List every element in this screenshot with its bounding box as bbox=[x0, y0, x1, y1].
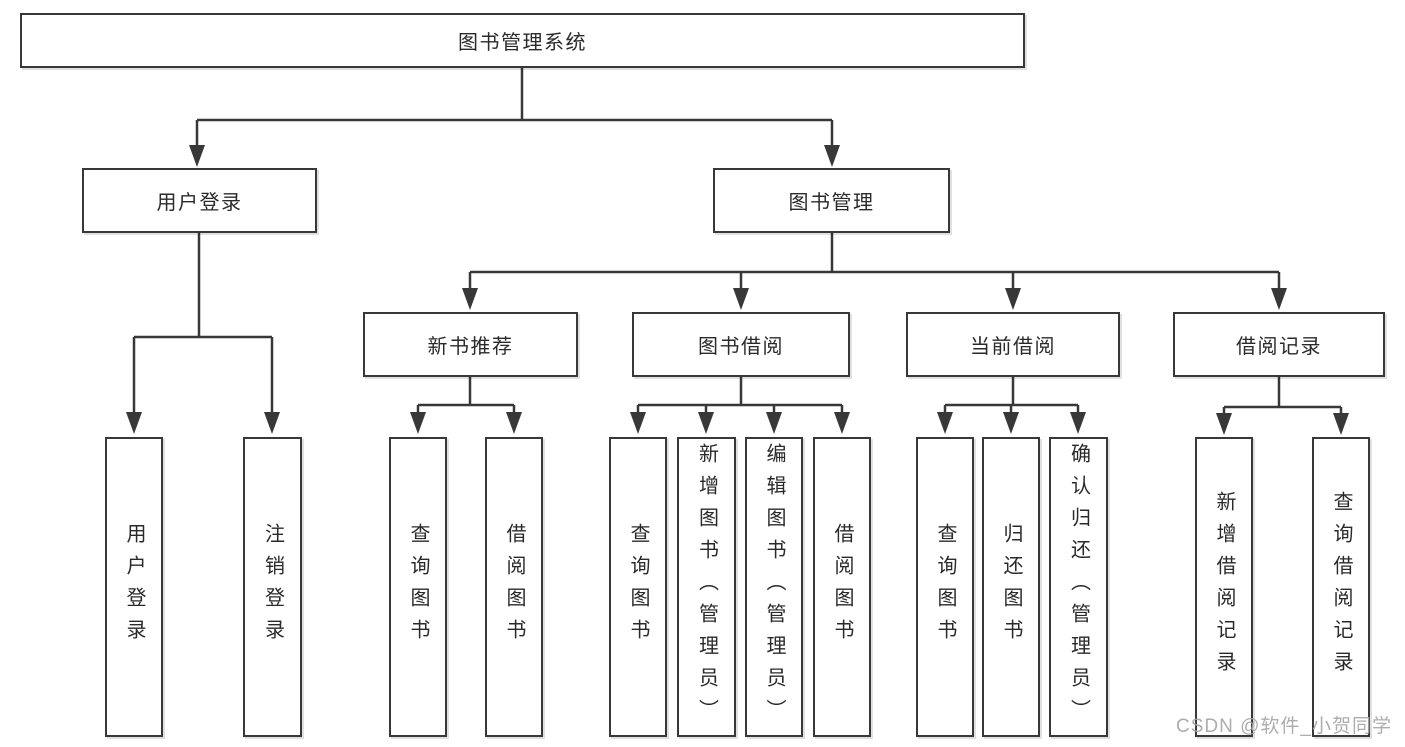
node-new-book-recommend: 新书推荐 bbox=[363, 312, 578, 377]
leaf-current-query-books-label: 查询图书 bbox=[934, 523, 956, 651]
node-current-borrowing: 当前借阅 bbox=[906, 312, 1120, 377]
leaf-borrowing-add-books-admin: 新增图书（管理员） bbox=[677, 437, 736, 737]
leaf-borrowing-edit-books-admin: 编辑图书（管理员） bbox=[745, 437, 803, 737]
leaf-current-confirm-return-admin: 确认归还（管理员） bbox=[1049, 437, 1108, 737]
leaf-records-add-record: 新增借阅记录 bbox=[1195, 437, 1253, 737]
leaf-records-add-record-label: 新增借阅记录 bbox=[1213, 491, 1235, 683]
leaf-borrowing-borrow-books-label: 借阅图书 bbox=[831, 523, 853, 651]
leaf-borrowing-query-books-label: 查询图书 bbox=[627, 523, 649, 651]
leaf-current-return-books: 归还图书 bbox=[982, 437, 1040, 737]
arrowheads bbox=[126, 145, 1349, 435]
node-book-borrowing: 图书借阅 bbox=[632, 312, 850, 377]
leaf-recommend-query-books: 查询图书 bbox=[389, 437, 447, 737]
leaf-current-return-books-label: 归还图书 bbox=[1000, 523, 1022, 651]
node-user-login: 用户登录 bbox=[82, 168, 317, 233]
leaf-current-confirm-return-admin-label: 确认归还（管理员） bbox=[1067, 443, 1090, 731]
leaf-records-query-record-label: 查询借阅记录 bbox=[1330, 491, 1352, 683]
leaf-borrowing-add-books-admin-label: 新增图书（管理员） bbox=[695, 443, 718, 731]
connector-paths bbox=[132, 68, 1343, 414]
leaf-recommend-borrow-books: 借阅图书 bbox=[485, 437, 543, 737]
node-library-management-system: 图书管理系统 bbox=[20, 13, 1025, 68]
leaf-user-login-label: 用户登录 bbox=[123, 523, 145, 651]
leaf-recommend-query-books-label: 查询图书 bbox=[407, 523, 429, 651]
watermark: CSDN @软件_小贺同学 bbox=[1176, 716, 1392, 737]
leaf-logout-label: 注销登录 bbox=[261, 523, 284, 651]
leaf-borrowing-query-books: 查询图书 bbox=[609, 437, 667, 737]
leaf-logout: 注销登录 bbox=[243, 437, 302, 737]
leaf-borrowing-borrow-books: 借阅图书 bbox=[813, 437, 871, 737]
node-borrow-records: 借阅记录 bbox=[1173, 312, 1385, 377]
leaf-records-query-record: 查询借阅记录 bbox=[1312, 437, 1370, 737]
leaf-recommend-borrow-books-label: 借阅图书 bbox=[503, 523, 525, 651]
node-book-management: 图书管理 bbox=[713, 168, 950, 233]
leaf-user-login: 用户登录 bbox=[105, 437, 163, 737]
leaf-current-query-books: 查询图书 bbox=[916, 437, 974, 737]
leaf-borrowing-edit-books-admin-label: 编辑图书（管理员） bbox=[763, 443, 785, 731]
